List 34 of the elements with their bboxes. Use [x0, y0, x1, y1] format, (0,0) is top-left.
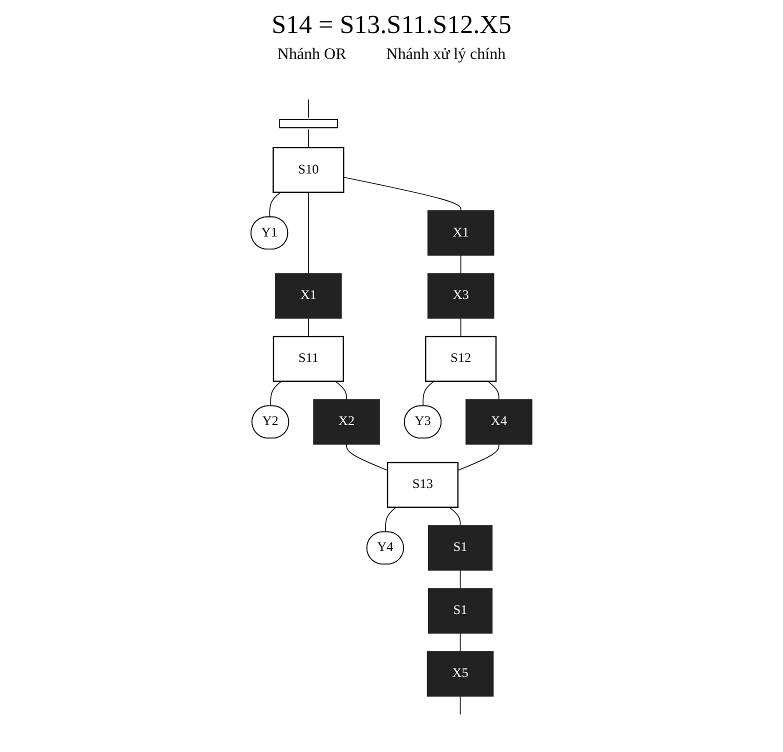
connector [460, 632, 461, 652]
connector [449, 506, 461, 526]
connector [343, 176, 462, 211]
connector [460, 318, 462, 337]
connector [460, 254, 462, 274]
connector [308, 192, 309, 274]
connector [308, 318, 309, 337]
node-box: X4 [466, 399, 532, 445]
node-box: S11 [272, 336, 344, 382]
connector [385, 506, 397, 533]
node-box: S1 [428, 525, 493, 571]
connector [335, 380, 347, 400]
connector [458, 444, 500, 471]
node-box: X5 [426, 651, 494, 697]
node-box: X1 [427, 210, 494, 256]
node-box: X1 [275, 273, 342, 319]
branch-note: Nhánh OR [277, 46, 346, 64]
formula-title: S14 = S13.S11.S12.X5 [272, 10, 512, 40]
connector [460, 696, 461, 715]
connector [269, 192, 282, 218]
connector [488, 380, 500, 400]
branch-note: Nhánh xử lý chính [386, 46, 506, 64]
node-box: S13 [386, 462, 459, 508]
node-box: S1 [428, 588, 493, 634]
connector [346, 444, 388, 471]
connector [270, 380, 282, 407]
connector [308, 99, 309, 118]
connector [308, 128, 309, 148]
node-box: S12 [425, 336, 497, 382]
connector [422, 380, 434, 407]
node-box: S10 [272, 146, 344, 193]
node-box: X2 [313, 399, 380, 445]
connector [460, 570, 461, 589]
node-box: X3 [427, 273, 494, 319]
